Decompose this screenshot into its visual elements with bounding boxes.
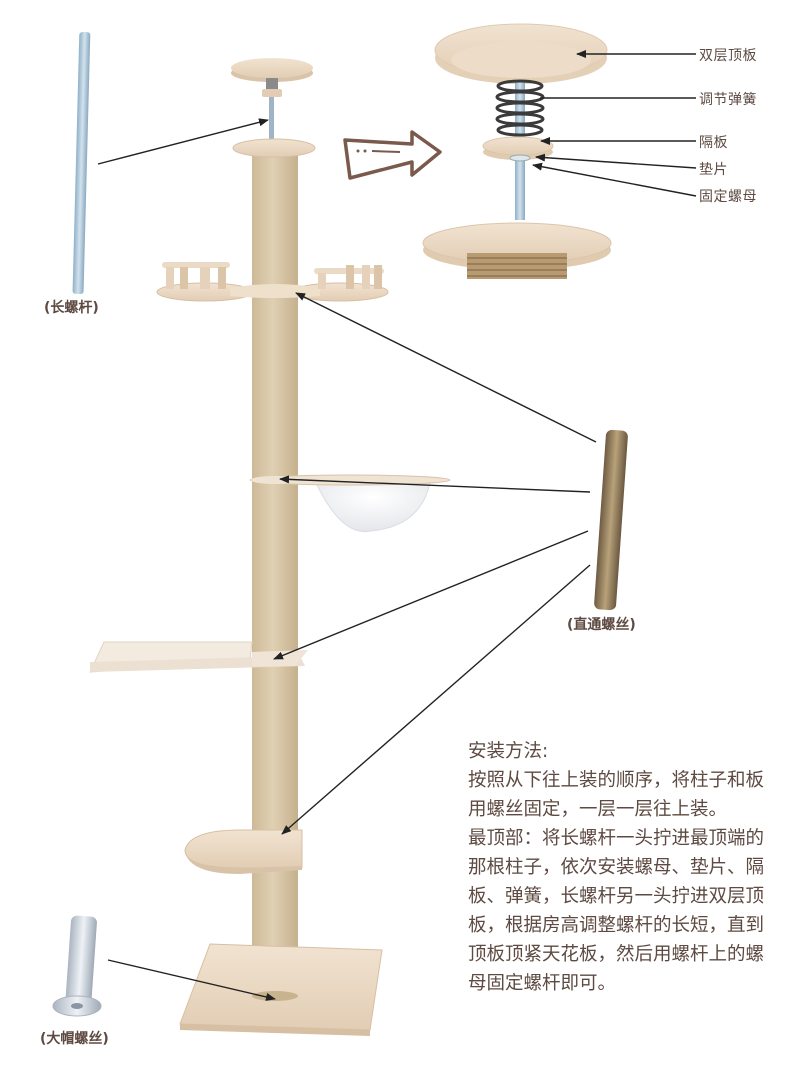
instructions-heading: 安装方法: <box>468 741 549 762</box>
instructions-step-1: 按照从下往上装的顺序，将柱子和板用螺丝固定，一层一层往上装。 <box>468 770 765 820</box>
callout-adjust-spring: 调节弹簧 <box>699 92 757 108</box>
base-board <box>179 943 383 1036</box>
assembly-instructions: 安装方法: 按照从下往上装的顺序，将柱子和板用螺丝固定，一层一层往上装。 最顶部… <box>468 737 768 998</box>
callout-washer: 垫片 <box>699 162 728 178</box>
cap-screw-part <box>52 915 102 1017</box>
leader-lines <box>97 50 697 1001</box>
threaded-stud-part <box>594 429 628 611</box>
instructions-step-2: 最顶部：将长螺杆一头拧进最顶端的那根柱子，依次安装螺母、垫片、隔板、弹簧，长螺杆… <box>468 828 765 994</box>
callout-spacer-board: 隔板 <box>699 135 728 151</box>
direction-arrow-icon <box>343 130 442 180</box>
long-rod-part <box>72 31 91 295</box>
callout-double-top-board: 双层顶板 <box>699 48 757 64</box>
label-cap-screw: (大帽螺丝) <box>40 1031 109 1047</box>
label-threaded-stud: (直通螺丝) <box>567 617 636 633</box>
round-platform <box>184 829 303 874</box>
label-long-rod: (长螺杆) <box>44 300 99 316</box>
ceiling-plate <box>231 58 313 141</box>
callout-fixing-nut: 固定螺母 <box>699 189 757 205</box>
capsule-bowl <box>249 474 451 533</box>
plush-platform <box>89 641 308 673</box>
top-assembly-detail <box>422 23 612 279</box>
